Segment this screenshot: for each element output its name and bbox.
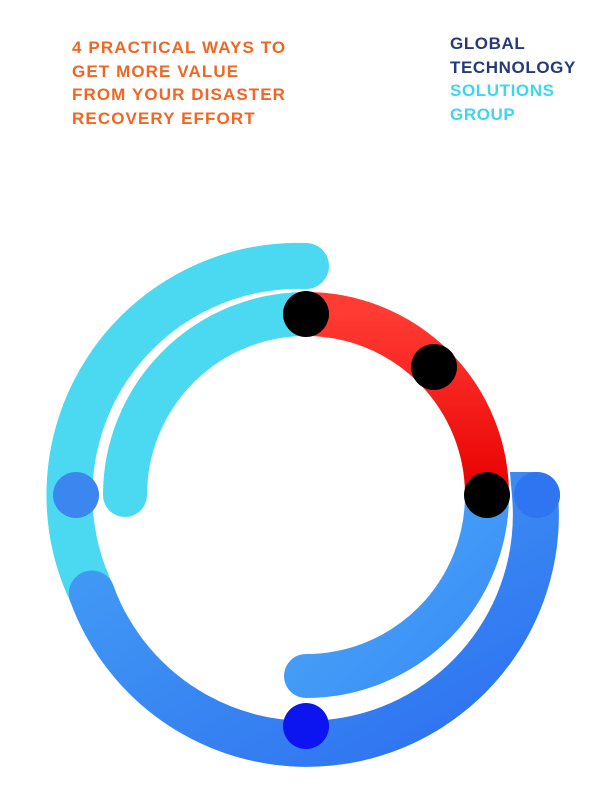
brand-line-group: GROUP <box>450 104 516 124</box>
brand-line-solutions: SOLUTIONS <box>450 81 555 100</box>
headline-line-4: RECOVERY EFFORT <box>72 108 256 128</box>
brand-line-technology: TECHNOLOGY <box>450 57 576 77</box>
outer-blue-arc <box>68 472 560 767</box>
inner-red-arc <box>305 292 509 496</box>
headline-line-1: 4 PRACTICAL WAYS TO <box>72 38 287 57</box>
marker-upper-right-black <box>411 344 457 390</box>
inner-blue-arc <box>284 473 509 698</box>
headline-line-3: FROM YOUR DISASTER <box>72 85 287 104</box>
headline: 4 PRACTICAL WAYS TO GET MORE VALUE FROM … <box>72 36 286 130</box>
marker-right-black <box>464 472 510 518</box>
marker-top-black <box>283 291 329 337</box>
marker-left-blue <box>53 472 99 518</box>
separator-ring <box>98 287 514 703</box>
headline-line-2: GET MORE VALUE <box>72 61 240 81</box>
outer-cyan-arc <box>46 242 307 604</box>
brand-logo: GLOBAL TECHNOLOGY SOLUTIONS GROUP <box>450 32 576 126</box>
brand-line-global: GLOBAL <box>450 34 526 53</box>
inner-cyan-arc <box>103 292 328 517</box>
marker-bottom-blue <box>283 703 329 749</box>
